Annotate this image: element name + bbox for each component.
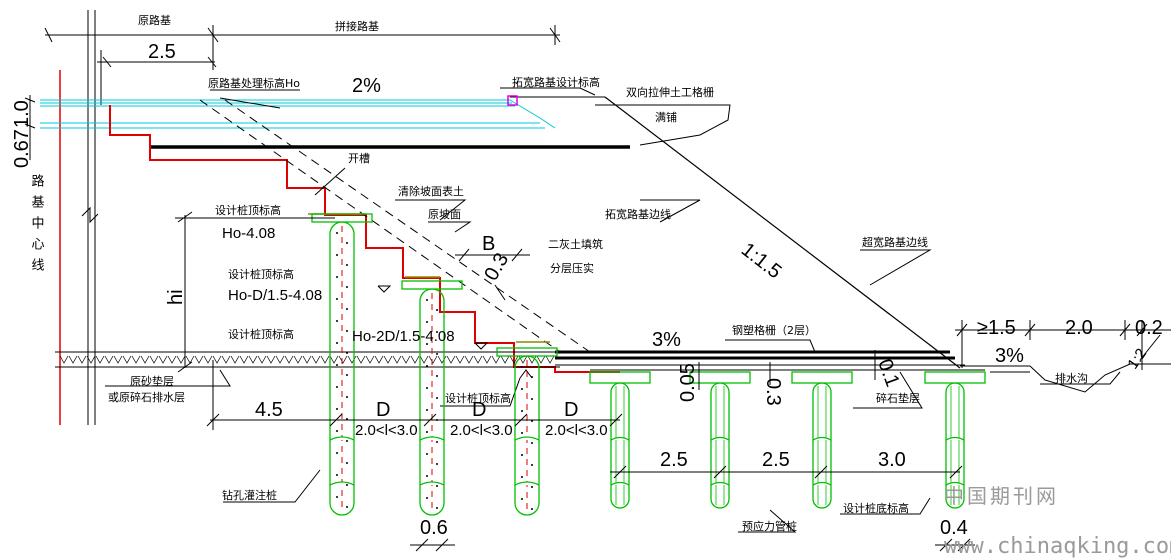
watermark-cn: 中国期刊网 — [944, 484, 1059, 508]
centerline-lines — [59, 10, 99, 425]
dim-B: B — [482, 233, 495, 255]
label-lime-soil: 二灰土填筑 — [548, 237, 603, 251]
label-pile-top-1-title: 设计桩顶标高 — [215, 203, 281, 217]
label-step-cut: 开槽 — [348, 152, 370, 165]
pipe-pile-3 — [791, 371, 853, 509]
dim-D3: D — [564, 399, 578, 421]
label-sand-layer-2: 或原碎石排水层 — [108, 390, 185, 404]
label-full-pave: 满铺 — [655, 111, 677, 124]
dim-0-05: 0.05 — [677, 363, 699, 402]
bored-pile-2 — [401, 280, 463, 516]
label-widened-subgrade: 拼接路基 — [335, 19, 379, 33]
pavement-layers — [40, 99, 556, 129]
pipe-pile-4 — [924, 371, 986, 509]
label-bored-pile: 钻孔灌注桩 — [222, 488, 277, 502]
elevation-triangles — [377, 285, 533, 379]
dim-0-4: 0.4 — [940, 517, 968, 539]
bored-pile-1 — [311, 213, 373, 516]
label-orig-slope: 原坡面 — [428, 208, 461, 221]
dim-2-5-top: 2.5 — [148, 41, 176, 63]
pipe-pile-1 — [589, 371, 651, 509]
label-slope-3pct-b: 3% — [995, 345, 1024, 367]
label-pile-bottom: 设计桩底标高 — [843, 501, 909, 515]
pipe-piles — [589, 371, 986, 509]
label-slope-ratio: 1:1.5 — [737, 239, 786, 284]
bored-pile-3 — [496, 347, 558, 516]
label-slope-3pct-a: 3% — [652, 329, 681, 351]
dim-0-3-b: 0.3 — [762, 378, 784, 406]
spacing-3: 2.0<l<3.0 — [545, 422, 608, 439]
label-pile-top-2-value: Ho-D/1.5-4.08 — [228, 287, 322, 304]
dim-0-6: 0.6 — [420, 517, 448, 539]
dim-hi: hi — [165, 289, 187, 305]
label-pile-top-3-value: Ho-2D/1.5-4.08 — [352, 328, 455, 345]
original-slope-dashed — [199, 99, 591, 353]
label-steel-geogrid: 钢塑格栅（2层） — [732, 323, 816, 337]
label-gravel-cushion: 碎石垫层 — [876, 391, 920, 405]
label-slope-2pct: 2% — [352, 75, 381, 97]
dim-3-0: 3.0 — [878, 449, 906, 471]
bored-piles — [311, 213, 558, 516]
dim-0-2: 0.2 — [1135, 317, 1163, 339]
dim-1-0: 1.0 — [11, 100, 33, 128]
dim-D2: D — [472, 399, 486, 421]
label-clear-topsoil: 清除坡面表土 — [398, 184, 464, 198]
dim-2-0-right: 2.0 — [1065, 317, 1093, 339]
spacing-1: 2.0<l<3.0 — [355, 422, 418, 439]
label-geogrid-biaxial: 双向拉伸土工格栅 — [626, 85, 714, 99]
ground-sand-layer — [55, 351, 560, 368]
label-original-subgrade: 原路基 — [138, 14, 171, 27]
label-pile-top-3-title: 设计桩顶标高 — [228, 327, 294, 341]
label-pile-top-1-value: Ho-4.08 — [222, 225, 275, 242]
dim-2-5-a: 2.5 — [660, 449, 688, 471]
watermark-url: www.chinaqking.com — [944, 534, 1171, 559]
label-pile-top-2-title: 设计桩顶标高 — [228, 267, 294, 281]
text-labels: 原路基 拼接路基 2.5 原路基处理标高Ho 2% 拓宽路基设计标高 双向拉伸土… — [11, 14, 1171, 559]
red-step-line — [109, 105, 620, 373]
dim-2-5-b: 2.5 — [762, 449, 790, 471]
label-widened-edge: 拓宽路基边线 — [605, 207, 671, 221]
label-ho: 原路基处理标高Ho — [208, 76, 300, 90]
left-dims — [24, 95, 36, 160]
elevation-marker — [507, 95, 518, 106]
leader-lines — [105, 87, 1121, 533]
slope-line — [604, 96, 961, 369]
dim-ge-1-5: ≥1.5 — [977, 317, 1016, 339]
base-geogrid — [555, 350, 985, 371]
drain-ditch-shape — [955, 320, 1171, 393]
dim-4-5: 4.5 — [255, 399, 283, 421]
label-centerline: 路基中心线 — [29, 173, 45, 279]
hi-dimension — [175, 211, 335, 373]
label-layered-compact: 分层压实 — [550, 261, 594, 275]
label-widened-design-elev: 拓宽路基设计标高 — [512, 75, 600, 89]
pipe-pile-2 — [689, 371, 751, 509]
label-prestressed-pile: 预应力管桩 — [742, 519, 797, 533]
label-pile-top-4: 设计桩顶标高 — [445, 391, 511, 405]
label-sand-layer-1: 原砂垫层 — [130, 374, 174, 388]
spacing-2: 2.0<l<3.0 — [450, 422, 513, 439]
dim-0-1: 0.1 — [873, 356, 903, 390]
dim-0-67: 0.67 — [11, 129, 33, 168]
label-widened-edge2: 超宽路基边线 — [862, 235, 928, 249]
dim-D1: D — [376, 399, 390, 421]
top-dimension-lines — [44, 25, 561, 105]
label-drain-ditch: 排水沟 — [1055, 371, 1088, 385]
dim-1-2: 1:2 — [1124, 345, 1150, 372]
bottom-dimension-lines — [206, 248, 975, 552]
